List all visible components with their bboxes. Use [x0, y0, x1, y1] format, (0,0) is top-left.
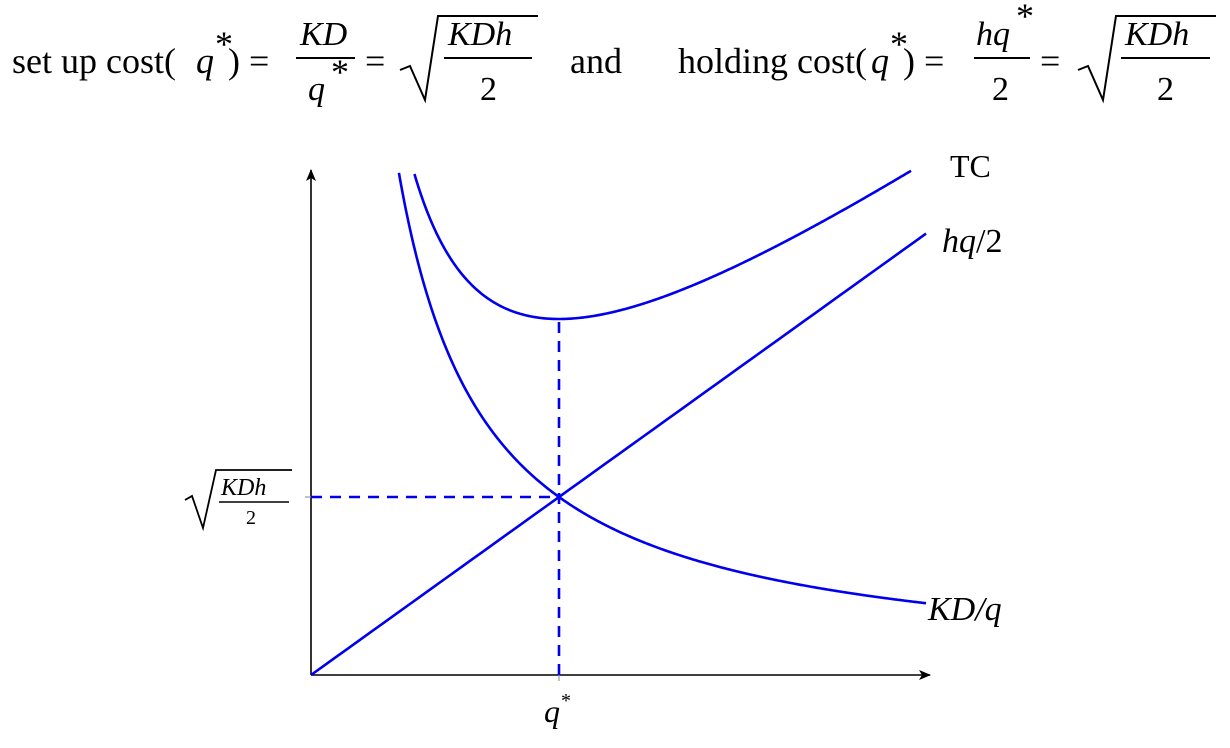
fraction1-numerator: KD: [299, 16, 348, 53]
sqrt-symbol: [399, 15, 538, 104]
holding-cost-label: holding cost(: [678, 41, 867, 81]
close-paren-equals: ) =: [903, 41, 944, 81]
and-text: and: [570, 41, 622, 81]
close-paren-equals: ) =: [228, 41, 269, 81]
star-superscript: *: [331, 52, 349, 92]
equals-sign: =: [1040, 41, 1060, 81]
series-label-tc: TC: [950, 148, 991, 184]
svg-text:q: q: [544, 693, 560, 729]
series-label-hq: hq/2: [942, 223, 1002, 260]
setup-cost-label: set up cost(: [12, 41, 176, 81]
sqrt-fraction-denominator: 2: [1157, 71, 1174, 108]
x-tick-label: q *: [544, 690, 571, 729]
star-superscript: *: [890, 24, 908, 64]
total-cost-curve: [413, 169, 912, 321]
sqrt-fraction-numerator: KDh: [447, 16, 512, 53]
star-superscript: *: [1016, 0, 1034, 36]
q-star-symbol: q: [196, 41, 214, 81]
svg-text:2: 2: [246, 507, 256, 529]
setup-cost-curve: [397, 172, 927, 605]
fraction1-denominator: q: [308, 71, 325, 108]
eoq-chart: TC hq/2 KD/q q * KDh 2: [184, 148, 1002, 729]
equals-sign: =: [365, 41, 385, 81]
formula-header: set up cost( q * ) = KD q * = KDh 2 and …: [12, 0, 1216, 108]
sqrt-fraction-numerator: KDh: [1124, 16, 1189, 53]
holding-cost-line: [310, 232, 927, 677]
q-star-symbol: q: [871, 41, 889, 81]
y-tick-label: KDh 2: [184, 469, 292, 532]
fraction2-numerator: hq: [976, 16, 1010, 53]
sqrt-fraction-denominator: 2: [480, 71, 497, 108]
series-label-kd: KD/q: [927, 591, 1002, 628]
fraction2-denominator: 2: [992, 71, 1009, 108]
svg-text:KDh: KDh: [220, 475, 266, 501]
star-superscript: *: [215, 24, 233, 64]
svg-text:*: *: [561, 690, 571, 712]
sqrt-symbol: [1077, 15, 1216, 104]
